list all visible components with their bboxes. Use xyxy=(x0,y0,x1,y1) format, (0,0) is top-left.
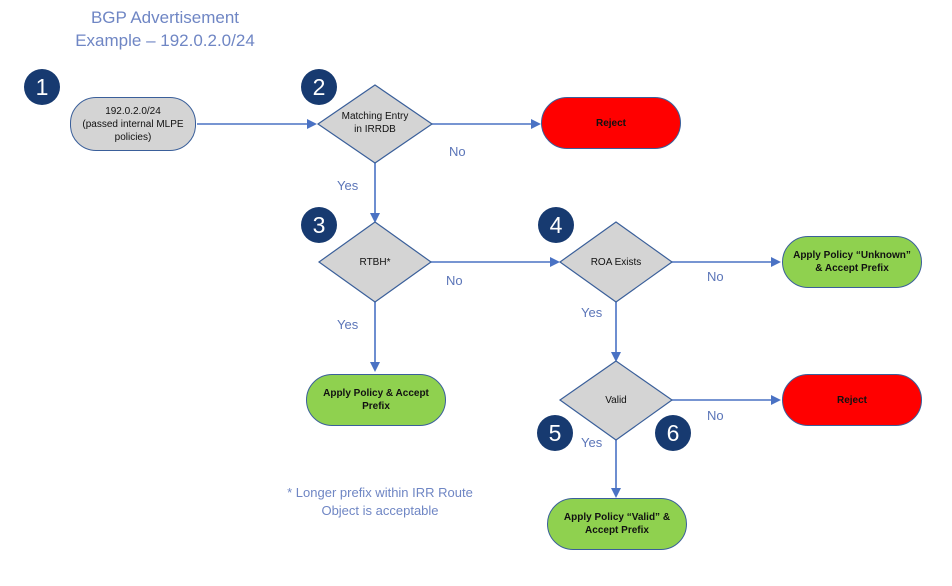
decision-valid-label: Valid xyxy=(605,395,627,406)
accept-rtbh-line-1: Apply Policy & Accept xyxy=(323,388,429,399)
accept-unknown-line-1: Apply Policy “Unknown” xyxy=(793,250,911,261)
accept-valid-node: Apply Policy “Valid” & Accept Prefix xyxy=(547,498,687,550)
step-badge-4: 4 xyxy=(538,207,574,243)
edge-label-valid-yes: Yes xyxy=(581,435,603,450)
decision-valid-shape xyxy=(558,360,674,441)
title-line-2: Example – 192.0.2.0/24 xyxy=(75,31,255,50)
decision-irrdb-shape xyxy=(316,84,434,164)
edge-label-rtbh-no: No xyxy=(446,273,463,288)
start-node-line-3: policies) xyxy=(114,131,152,143)
start-node: 192.0.2.0/24 (passed internal MLPE polic… xyxy=(70,97,196,151)
accept-rtbh-line-2: Prefix xyxy=(362,401,390,412)
step-badge-2: 2 xyxy=(301,69,337,105)
edge-label-irrdb-yes: Yes xyxy=(337,178,359,193)
reject-node-1-label: Reject xyxy=(595,117,626,129)
diagram-title: BGP Advertisement Example – 192.0.2.0/24 xyxy=(40,6,290,52)
reject-node-2-label: Reject xyxy=(836,394,867,406)
start-node-line-1: 192.0.2.0/24 xyxy=(105,105,161,117)
decision-irrdb-label: Matching Entry in IRRDB xyxy=(325,110,425,136)
step-badge-5: 5 xyxy=(537,415,573,451)
edge-label-roa-yes: Yes xyxy=(581,305,603,320)
edge-label-valid-no: No xyxy=(707,408,724,423)
edge-label-roa-no: No xyxy=(707,269,724,284)
decision-irrdb-line-2: in IRRDB xyxy=(354,124,396,135)
edge-label-irrdb-no: No xyxy=(449,144,466,159)
accept-valid-line-1: Apply Policy “Valid” & xyxy=(563,512,671,523)
footnote-line-2: Object is acceptable xyxy=(321,503,439,518)
accept-valid-line-2: Accept Prefix xyxy=(585,525,649,536)
reject-node-1: Reject xyxy=(541,97,681,149)
footnote: * Longer prefix within IRR Route Object … xyxy=(255,484,505,520)
accept-unknown-line-2: & Accept Prefix xyxy=(815,263,889,274)
footnote-line-1: * Longer prefix within IRR Route xyxy=(287,485,473,500)
reject-node-2: Reject xyxy=(782,374,922,426)
step-badge-3: 3 xyxy=(301,207,337,243)
accept-unknown-node: Apply Policy “Unknown” & Accept Prefix xyxy=(782,236,922,288)
step-badge-6: 6 xyxy=(655,415,691,451)
edge-label-rtbh-yes: Yes xyxy=(337,317,359,332)
decision-roa-label: ROA Exists xyxy=(590,257,642,268)
decision-rtbh-label: RTBH* xyxy=(359,257,391,268)
start-node-line-2: (passed internal MLPE xyxy=(82,118,184,130)
step-badge-1: 1 xyxy=(24,69,60,105)
accept-rtbh-node: Apply Policy & Accept Prefix xyxy=(306,374,446,426)
decision-irrdb-line-1: Matching Entry xyxy=(341,111,409,122)
decision-roa-shape xyxy=(558,221,674,303)
title-line-1: BGP Advertisement xyxy=(90,8,240,27)
decision-rtbh-shape xyxy=(317,221,433,303)
